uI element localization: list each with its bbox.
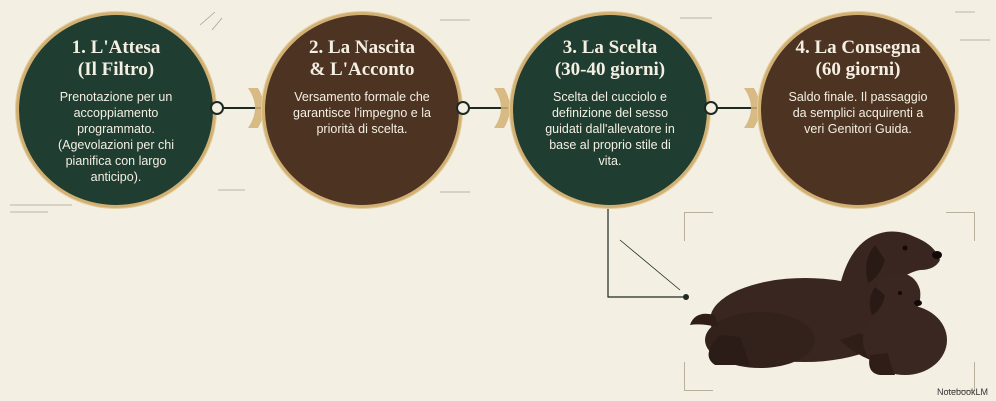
frame-corner [684, 212, 713, 241]
connector-node [456, 101, 470, 115]
step-4-title: 4. La Consegna (60 giorni) [795, 37, 921, 80]
step-1-description: Prenotazione per un accoppiamento progra… [57, 90, 175, 184]
notebooklm-credit: NotebookLM [936, 387, 988, 397]
connector-node [704, 101, 718, 115]
step-3-title: 3. La Scelta (30-40 giorni) [554, 37, 666, 80]
step-2-circle: 2. La Nascita & L'Acconto Versamento for… [262, 12, 462, 208]
step-4-circle: 4. La Consegna (60 giorni) Saldo finale.… [758, 12, 958, 208]
frame-corner [684, 362, 713, 391]
step-1-circle: 1. L'Attesa (Il Filtro) Prenotazione per… [16, 12, 216, 208]
step-4-description: Saldo finale. Il passaggio da semplici a… [788, 90, 928, 136]
frame-corner [946, 212, 975, 241]
frame-corner [946, 362, 975, 391]
step-1-title: 1. L'Attesa (Il Filtro) [71, 37, 161, 80]
connector-node [210, 101, 224, 115]
labrador-dogs-image [690, 231, 947, 375]
step-2-title: 2. La Nascita & L'Acconto [308, 37, 416, 80]
step-3-description: Scelta del cucciolo e definizione del se… [545, 90, 675, 168]
step-2-description: Versamento formale che garantisce l'impe… [293, 90, 431, 136]
step-3-circle: 3. La Scelta (30-40 giorni) Scelta del c… [510, 12, 710, 208]
